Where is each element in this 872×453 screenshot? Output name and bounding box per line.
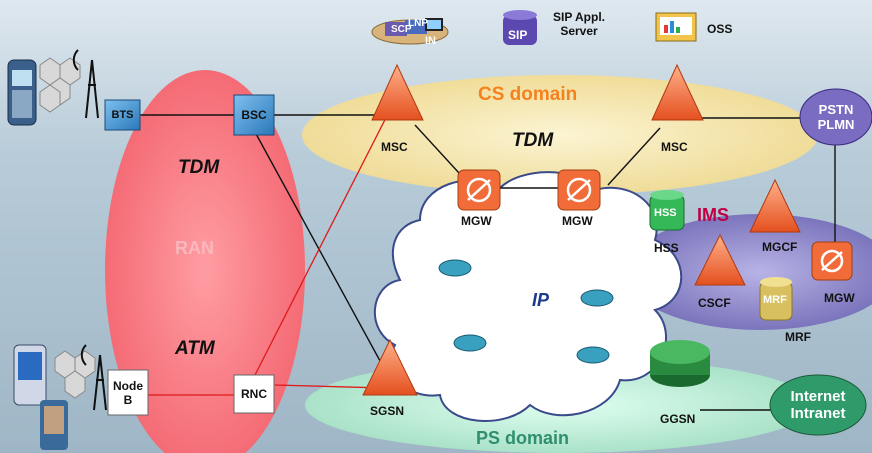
lnp-label: LNP bbox=[408, 18, 428, 29]
mgw-ims-label: MGW bbox=[824, 291, 855, 305]
oss-label: OSS bbox=[707, 22, 733, 36]
ggsn-label: GGSN bbox=[660, 412, 696, 426]
mgw-left-label: MGW bbox=[461, 214, 492, 228]
sip-icon-label: SIP bbox=[508, 28, 528, 42]
ggsn-icon bbox=[650, 340, 710, 387]
mrf-label: MRF bbox=[785, 330, 811, 344]
scp-lnp-in-icon bbox=[371, 18, 449, 45]
rnc-label: RNC bbox=[241, 387, 267, 401]
bsc-box bbox=[233, 94, 275, 136]
tdm-left-label: TDM bbox=[178, 157, 220, 178]
mgcf-label: MGCF bbox=[762, 240, 798, 254]
pstn-label: PSTN PLMN bbox=[817, 102, 855, 132]
scp-label: SCP bbox=[391, 24, 412, 35]
bsc-label: BSC bbox=[241, 108, 267, 122]
atm-label: ATM bbox=[175, 338, 215, 359]
router-icons bbox=[438, 259, 614, 364]
ims-region bbox=[625, 214, 872, 330]
ip-label: IP bbox=[532, 290, 550, 310]
tdm-core-label: TDM bbox=[512, 130, 554, 151]
sip-server-icon bbox=[503, 10, 537, 45]
msc-left-label: MSC bbox=[381, 140, 408, 154]
oss-icon bbox=[655, 12, 697, 42]
hss-icon bbox=[649, 190, 685, 231]
mgw-symbols bbox=[466, 177, 844, 273]
cs-domain-label: CS domain bbox=[478, 84, 578, 105]
node-b-label: Node B bbox=[113, 378, 143, 407]
msc-right-icon bbox=[651, 63, 704, 121]
pstn-cloud bbox=[799, 88, 872, 146]
sgsn-label: SGSN bbox=[370, 404, 405, 418]
msc-left-icon bbox=[371, 63, 424, 121]
internet-cloud bbox=[769, 374, 867, 436]
mrf-icon-label: MRF bbox=[763, 294, 787, 306]
bts-box bbox=[104, 99, 141, 131]
sip-server-label: SIP Appl. Server bbox=[553, 10, 606, 38]
ran-region bbox=[105, 70, 305, 453]
gsm-phone-icon bbox=[7, 59, 37, 126]
ims-label: IMS bbox=[697, 205, 730, 225]
umts-tower-icon bbox=[80, 344, 107, 411]
internet-label: Internet Intranet bbox=[790, 388, 846, 422]
sgsn-icon bbox=[362, 338, 418, 396]
ran-label: RAN bbox=[175, 238, 214, 258]
mgcf-icon bbox=[749, 178, 801, 233]
bts-label: BTS bbox=[111, 109, 134, 121]
hss-icon-label: HSS bbox=[654, 207, 677, 219]
mgw-mid-label: MGW bbox=[562, 214, 593, 228]
gsm-cell-grid-icon bbox=[39, 57, 81, 113]
cscf-icon bbox=[694, 233, 746, 286]
in-label: IN bbox=[425, 35, 436, 47]
umts-phone-icon bbox=[13, 344, 68, 450]
cscf-label: CSCF bbox=[698, 296, 731, 310]
hss-label: HSS bbox=[654, 241, 679, 255]
ps-domain-label: PS domain bbox=[476, 428, 570, 448]
gsm-tower-icon bbox=[72, 49, 99, 119]
node-b-box bbox=[107, 369, 149, 416]
rnc-box bbox=[233, 374, 275, 414]
msc-right-label: MSC bbox=[661, 140, 688, 154]
mrf-icon bbox=[759, 277, 793, 321]
umts-cell-grid-icon bbox=[54, 350, 96, 399]
links bbox=[140, 114, 836, 411]
